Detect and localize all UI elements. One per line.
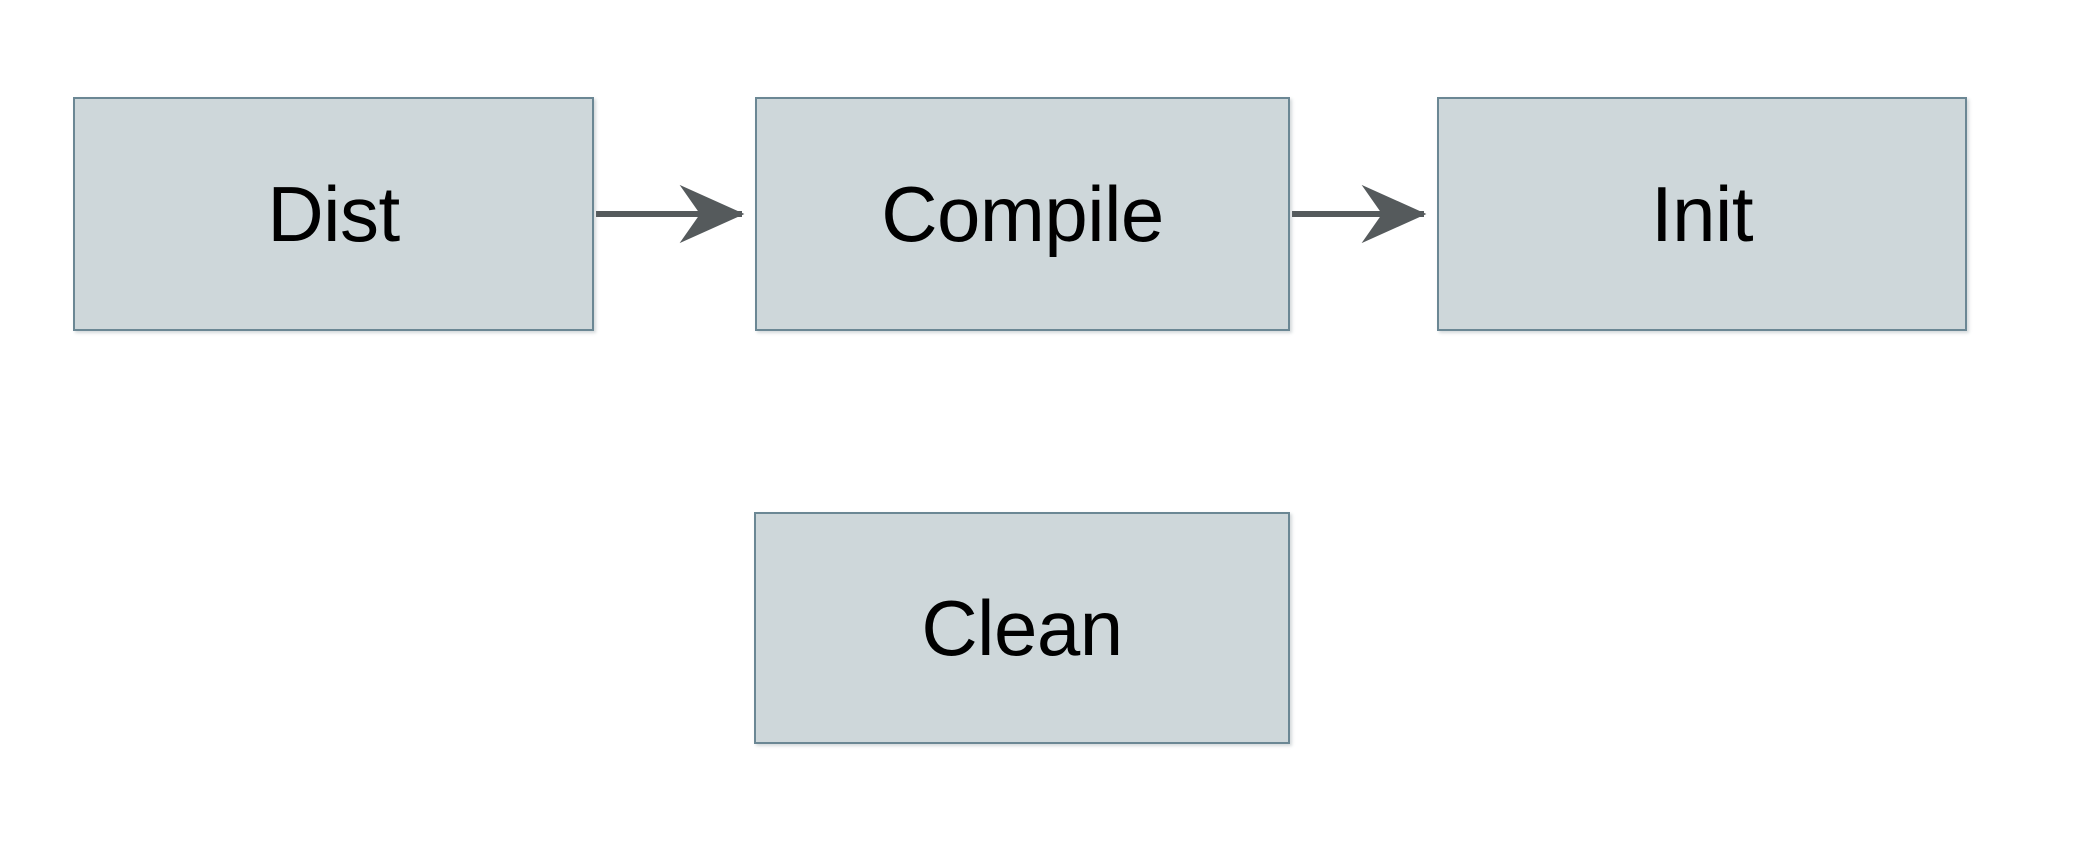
node-clean-label: Clean [921, 584, 1123, 672]
node-compile-label: Compile [881, 170, 1164, 258]
node-init[interactable]: Init [1437, 97, 1967, 331]
node-clean[interactable]: Clean [754, 512, 1290, 744]
node-compile[interactable]: Compile [755, 97, 1290, 331]
node-dist[interactable]: Dist [73, 97, 594, 331]
node-dist-label: Dist [267, 170, 400, 258]
node-init-label: Init [1650, 170, 1754, 258]
